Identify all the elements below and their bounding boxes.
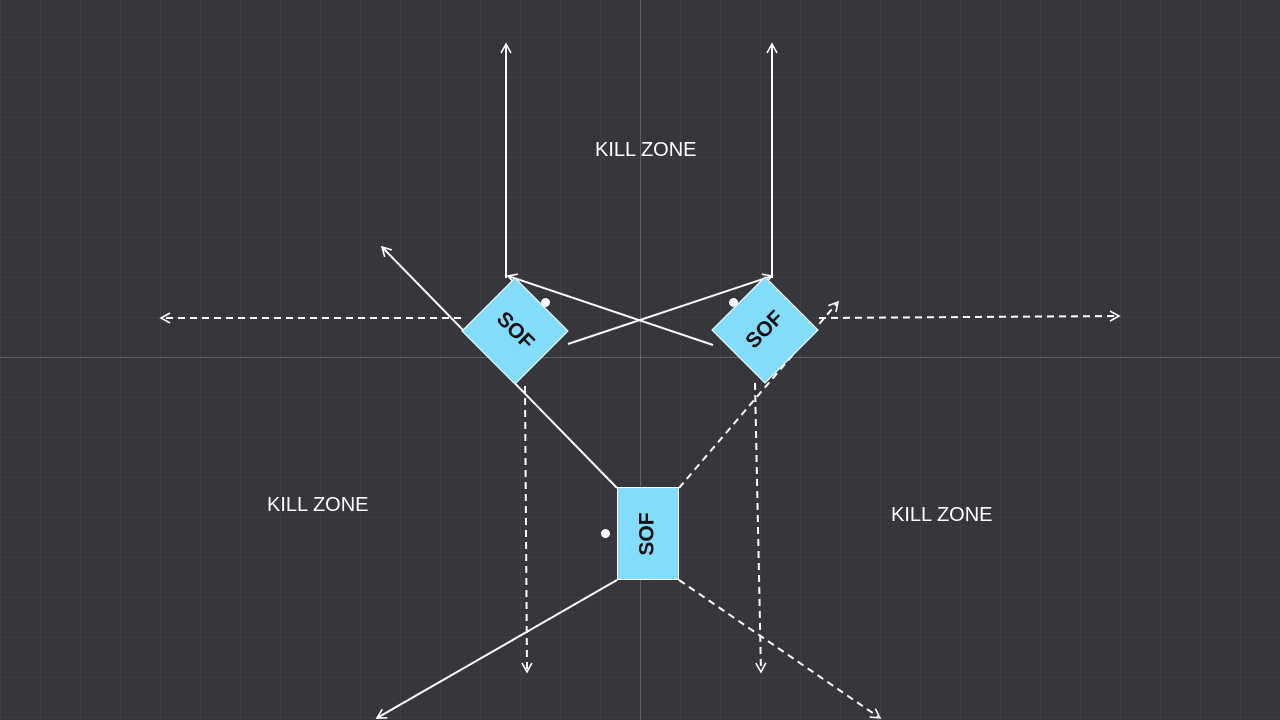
center-vertical-guide	[640, 0, 641, 720]
right-to-left-cross-line	[506, 273, 714, 346]
sof-unit-right-label: SOF	[741, 306, 789, 354]
sof-unit-bottom-label: SOF	[635, 511, 659, 556]
right-unit-down-dashed-arrow	[754, 382, 767, 674]
sof-unit-left-label: SOF	[491, 307, 539, 355]
left-unit-down-dashed-arrow	[521, 385, 533, 674]
center-horizontal-guide	[0, 357, 1280, 358]
left-to-right-cross-line	[567, 273, 774, 345]
bottom-unit-lower-left-arrow	[375, 579, 618, 719]
right-unit-marker-dot	[729, 298, 738, 307]
bottom-unit-marker-dot	[601, 529, 610, 538]
kill-zone-left-label: KILL ZONE	[267, 494, 369, 516]
bottom-unit-lower-right-dashed-arrow	[678, 579, 882, 719]
sof-unit-bottom: SOF	[617, 487, 679, 580]
bottom-unit-upper-right-dashed-arrow	[678, 300, 840, 489]
right-unit-horizontal-dashed-arrow	[818, 310, 1121, 322]
kill-zone-right-label: KILL ZONE	[891, 504, 993, 526]
left-unit-marker-dot	[541, 298, 550, 307]
kill-zone-top-label: KILL ZONE	[595, 139, 697, 161]
